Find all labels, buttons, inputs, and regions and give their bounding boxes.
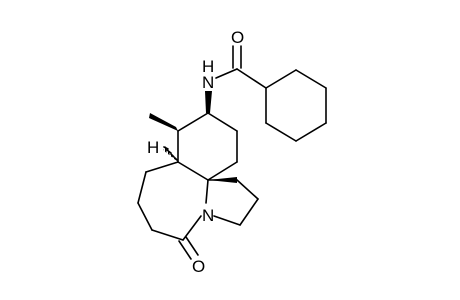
wedge-bond-nh — [205, 91, 212, 113]
pyrrolidine-ring — [207, 179, 259, 226]
nitrogen-amide-label: N — [202, 73, 214, 92]
lactam-carbonyl — [178, 236, 199, 260]
oxygen-amide-label: O — [231, 28, 244, 47]
hydrogen-amide-label: H — [202, 57, 214, 76]
cyclohexyl-ring — [265, 69, 327, 142]
amide-group — [215, 45, 267, 89]
hash-lines — [163, 146, 178, 161]
azepane-ring — [137, 161, 209, 241]
oxygen-lactam-label: O — [192, 257, 205, 276]
wedge-bond-methyl — [149, 113, 178, 131]
hydrogen-stereo-label: H — [147, 138, 159, 157]
wedge-bond-fusion — [208, 177, 237, 183]
cyclohexane-core — [177, 112, 238, 181]
nitrogen-ring-label: N — [202, 206, 214, 225]
